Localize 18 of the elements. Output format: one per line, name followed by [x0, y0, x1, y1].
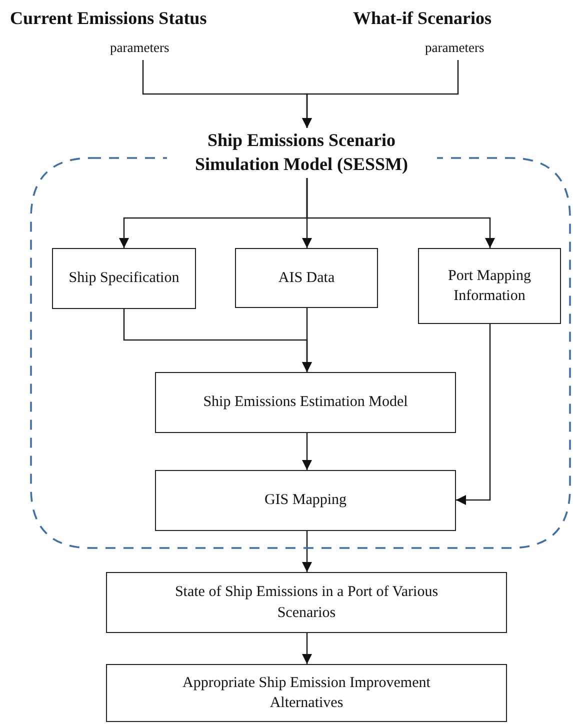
process-box: Port Mapping Information — [418, 248, 561, 324]
arrow — [302, 633, 312, 664]
input-label: parameters — [110, 40, 170, 56]
process-box: GIS Mapping — [155, 470, 456, 531]
arrow — [302, 433, 312, 470]
process-box: State of Ship Emissions in a Port of Various Scenarios — [106, 572, 507, 633]
process-box: Ship Specification — [52, 248, 196, 309]
process-box: AIS Data — [235, 248, 378, 308]
heading: What-if Scenarios — [353, 8, 492, 29]
arrow — [306, 178, 495, 248]
arrow — [302, 531, 312, 572]
arrow — [302, 60, 459, 128]
process-box: Ship Emissions Estimation Model — [155, 372, 456, 433]
process-box: Appropriate Ship Emission Improvement Alternatives — [106, 664, 507, 722]
arrow — [456, 324, 491, 505]
arrow — [302, 308, 312, 372]
input-label: parameters — [425, 40, 484, 56]
heading: Current Emissions Status — [10, 8, 207, 29]
